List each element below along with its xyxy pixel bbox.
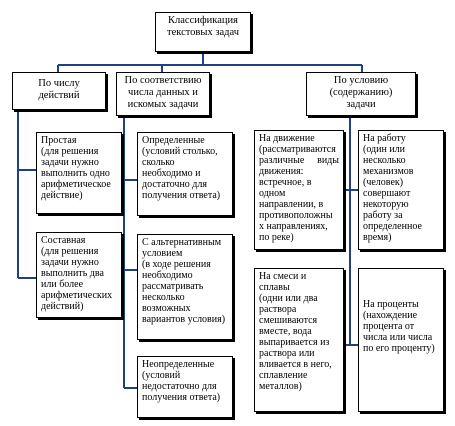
task-defined: Определенные (условий столько, сколько н… <box>137 132 233 216</box>
task-label: С альтернативным условием (в ходе решени… <box>142 237 226 325</box>
task-mixtures: На смеси и сплавы (одни или два раствора… <box>254 268 344 412</box>
task-compound: Составная (для решения задачи нужно выпо… <box>36 232 122 318</box>
category-by-actions: По числу действий <box>12 72 106 110</box>
task-alternative: С альтернативным условием (в ходе решени… <box>137 234 233 340</box>
task-label: Неопределенные (условий недостаточно для… <box>142 359 221 403</box>
root-node: Классификация текстовых задач <box>155 12 251 52</box>
category-label: По соответствию числа данных и искомых з… <box>124 75 202 110</box>
category-by-content: По условию (содержанию) задачи <box>306 72 416 116</box>
task-label: На смеси и сплавы (одни или два раствора… <box>259 271 332 392</box>
task-label: На проценты (нахождение процента от числ… <box>363 299 435 354</box>
task-work: На работу (один или несколько механизмов… <box>358 130 444 250</box>
root-node-label: Классификация текстовых задач <box>166 15 239 38</box>
task-label: Составная (для решения задачи нужно выпо… <box>41 235 113 312</box>
task-simple: Простая (для решения задачи нужно выполн… <box>36 132 122 214</box>
task-label: На движение (рассматриваются различные в… <box>259 133 339 243</box>
category-label: По числу действий <box>38 78 80 101</box>
category-by-correspondence: По соответствию числа данных и искомых з… <box>116 72 210 116</box>
task-undefined: Неопределенные (условий недостаточно для… <box>137 356 233 418</box>
task-percent: На проценты (нахождение процента от числ… <box>358 268 444 412</box>
task-label: Определенные (условий столько, сколько н… <box>142 135 221 201</box>
task-motion: На движение (рассматриваются различные в… <box>254 130 344 250</box>
category-label: По условию (содержанию) задачи <box>329 75 393 110</box>
task-label: Простая (для решения задачи нужно выполн… <box>41 135 111 201</box>
task-label: На работу (один или несколько механизмов… <box>363 133 422 243</box>
